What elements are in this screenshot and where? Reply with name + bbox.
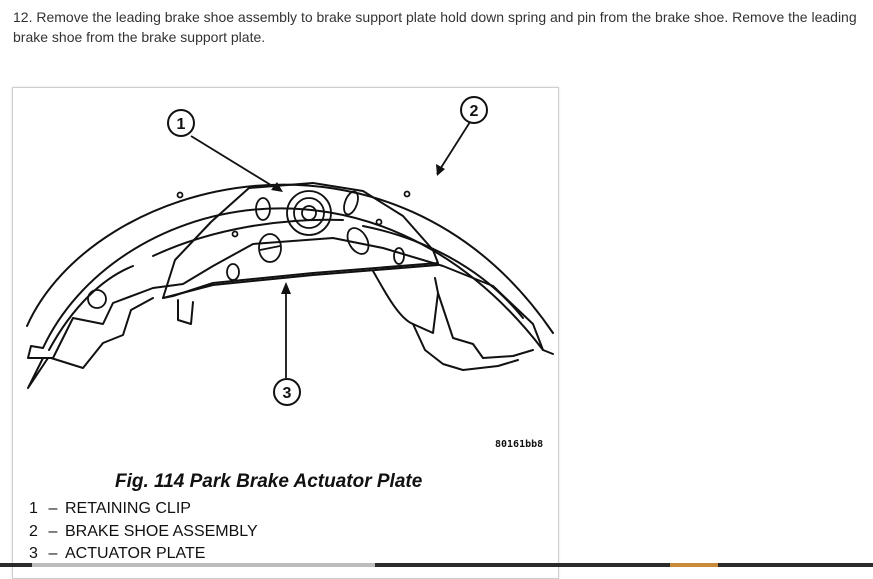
figure-code: 80161bb8 — [495, 439, 544, 450]
legend-list: 1–RETAINING CLIP 2–BRAKE SHOE ASSEMBLY 3… — [29, 498, 258, 566]
legend-item: 3–ACTUATOR PLATE — [29, 543, 258, 566]
shoe-end-right — [437, 292, 534, 359]
shoe-dot-1 — [176, 191, 184, 199]
legend-number: 1 — [29, 500, 38, 517]
actuator-plate — [162, 182, 439, 299]
bottom-scroll-bar[interactable] — [0, 563, 873, 567]
legend-dash: – — [48, 522, 58, 540]
callout-1-label: 1 — [177, 116, 186, 133]
plate-hole-1 — [226, 263, 240, 281]
plate-dot-1 — [375, 218, 383, 226]
callout-2-label: 2 — [470, 103, 479, 120]
plate-hole-2 — [393, 247, 405, 265]
arrowhead-1 — [271, 182, 283, 192]
legend-dash: – — [48, 500, 58, 517]
legend-item: 1–RETAINING CLIP — [29, 498, 258, 521]
plate-lower-tab-right — [372, 270, 439, 334]
figure-caption: Fig. 114 Park Brake Actuator Plate — [115, 471, 423, 492]
plate-dot-2 — [403, 190, 411, 198]
legend-item: 2–BRAKE SHOE ASSEMBLY — [29, 521, 258, 544]
callout-3-label: 3 — [283, 385, 292, 402]
arrowhead-3 — [281, 282, 291, 294]
legend-dash: – — [48, 545, 58, 562]
leader-line-2 — [436, 121, 471, 175]
plate-slot-1 — [255, 197, 271, 221]
flange-lower — [50, 297, 154, 369]
legend-number: 3 — [29, 545, 38, 562]
plate-slot-4-bar — [259, 245, 281, 251]
legend-number: 2 — [29, 522, 38, 540]
callout-1 — [167, 109, 195, 137]
legend-label: BRAKE SHOE ASSEMBLY — [65, 522, 258, 540]
retaining-clip-outer — [286, 190, 332, 236]
shoe-end-right-lower — [412, 323, 519, 371]
plate-slot-2 — [343, 190, 359, 216]
bottom-bar-segment — [32, 563, 375, 567]
legend-label: ACTUATOR PLATE — [65, 545, 206, 562]
plate-dot-3 — [231, 230, 239, 238]
figure-frame: 1 2 3 80161bb8 Fig. 114 Park Brake Actua… — [12, 87, 559, 579]
plate-lower-tab-left — [177, 299, 194, 325]
shoe-end-left-lower — [27, 357, 49, 389]
leader-line-1 — [190, 135, 280, 191]
instruction-text: 12. Remove the leading brake shoe assemb… — [13, 9, 857, 45]
plate-slot-3 — [346, 227, 370, 255]
arrowhead-2 — [436, 164, 445, 176]
shoe-hole-left — [87, 289, 107, 309]
legend-label: RETAINING CLIP — [65, 500, 191, 517]
callout-3 — [273, 378, 301, 406]
retaining-clip-mid — [293, 197, 325, 229]
lining-outer-arc — [26, 183, 554, 334]
plate-slot-4 — [258, 233, 282, 263]
retaining-clip-inner — [301, 205, 317, 221]
brake-shoe-illustration: 1 2 3 — [26, 96, 554, 406]
callout-2 — [460, 96, 488, 124]
bottom-bar-accent — [670, 563, 718, 567]
plate-bottom-edge — [162, 264, 439, 299]
